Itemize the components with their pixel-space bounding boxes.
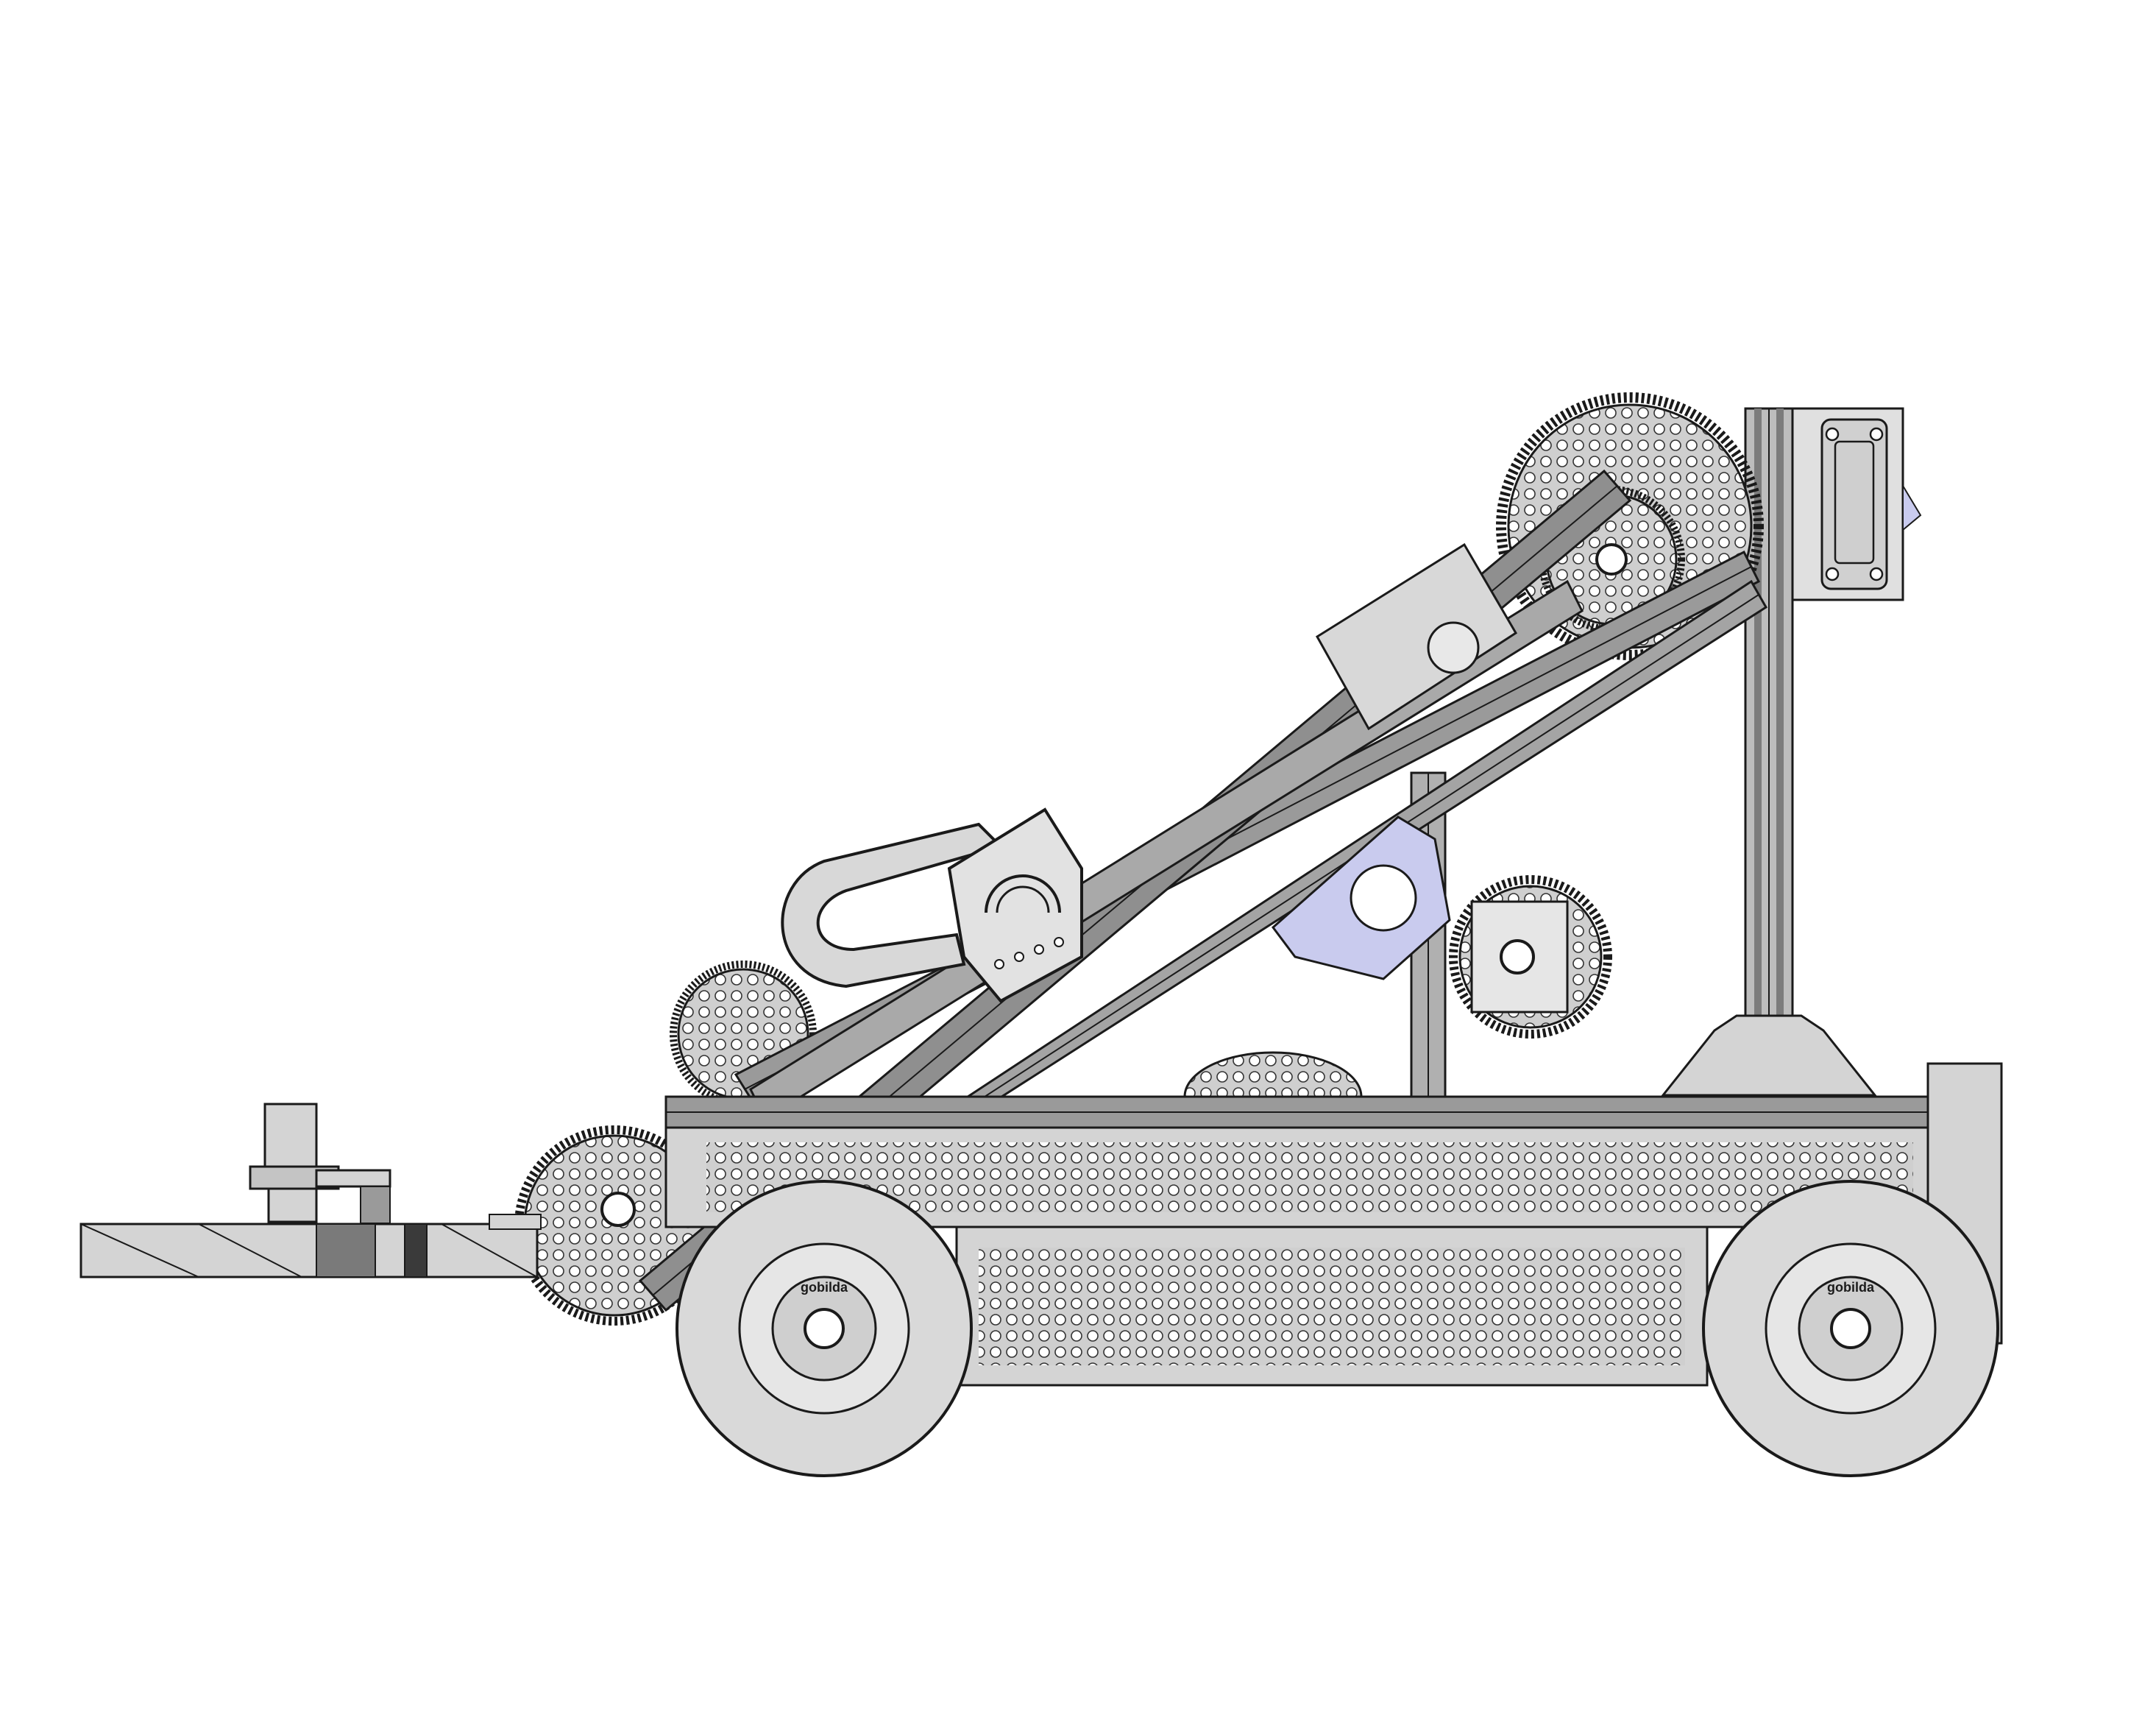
vertical-upright [1660,407,1878,1106]
hook-claw [781,807,1083,1003]
front-servo [249,1103,391,1224]
chassis-gear [1183,1051,1363,1098]
servo-mount [1791,407,1922,601]
front-mecanum-wheel: gobilda [675,1180,973,1477]
chassis-lower-plate [955,1225,1709,1387]
rear-wheel-brand: gobilda [1827,1280,1875,1295]
mid-gear [1449,875,1612,1039]
rear-mecanum-wheel: gobilda [1702,1180,1999,1477]
front-beam [79,1214,542,1278]
motor-bracket-blue [1271,816,1451,980]
front-wheel-brand: gobilda [801,1280,848,1295]
arm-top-plate [1315,542,1518,731]
chassis-top-rail [664,1095,1955,1129]
